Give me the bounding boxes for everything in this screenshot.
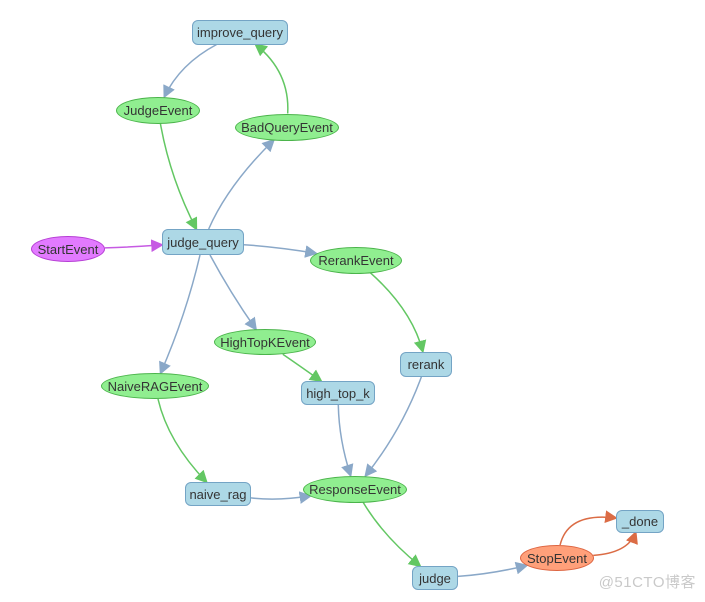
edge-rerank-to-responseevent: [364, 376, 423, 478]
edge-improve-query-to-judgeevent: [163, 43, 217, 99]
edge-rerankevent-to-rerank: [369, 272, 427, 354]
node-judge-query[interactable]: judge_query: [162, 229, 244, 255]
edge-stopevent-to-done: [559, 510, 618, 546]
node-rerank[interactable]: rerank: [400, 351, 452, 377]
node-judgeevent[interactable]: JudgeEvent: [116, 96, 200, 124]
node-high-top-k[interactable]: high_top_k: [301, 381, 375, 405]
edge-responseevent-to-judge: [362, 501, 422, 568]
edge-naive-rag-to-responseevent: [250, 491, 313, 504]
node-hightopkevent[interactable]: HighTopKEvent: [214, 329, 316, 355]
node-naive-rag[interactable]: naive_rag: [185, 482, 251, 506]
node-stopevent[interactable]: StopEvent: [520, 545, 594, 571]
edge-startevent-to-judge-query: [104, 239, 164, 253]
node-improve-query[interactable]: improve_query: [192, 19, 288, 45]
edge-stopevent-to-done: [593, 530, 638, 557]
node-done[interactable]: _done: [616, 509, 664, 533]
edge-judge-query-to-naiveragevent: [159, 254, 201, 375]
node-badqueryevent[interactable]: BadQueryEvent: [235, 113, 339, 141]
node-judge[interactable]: judge: [412, 566, 458, 590]
edge-badqueryevent-to-improve-query: [254, 43, 289, 114]
edge-judge-query-to-rerankevent: [243, 243, 318, 258]
edge-judge-to-stopevent: [457, 561, 529, 578]
edge-judge-query-to-hightopkevent: [209, 254, 258, 331]
edge-naiveragevent-to-naive-rag: [157, 398, 208, 484]
node-naiveragevent[interactable]: NaiveRAGEvent: [101, 373, 209, 399]
edge-high-top-k-to-responseevent: [337, 404, 354, 478]
edge-judgeevent-to-judge-query: [159, 123, 198, 231]
edge-judge-query-to-badqueryevent: [208, 138, 276, 230]
node-rerankevent[interactable]: RerankEvent: [310, 246, 402, 274]
node-responseevent[interactable]: ResponseEvent: [303, 475, 407, 503]
watermark: @51CTO博客: [598, 574, 696, 591]
node-startevent[interactable]: StartEvent: [31, 236, 105, 262]
edge-hightopkevent-to-high-top-k: [282, 353, 323, 383]
